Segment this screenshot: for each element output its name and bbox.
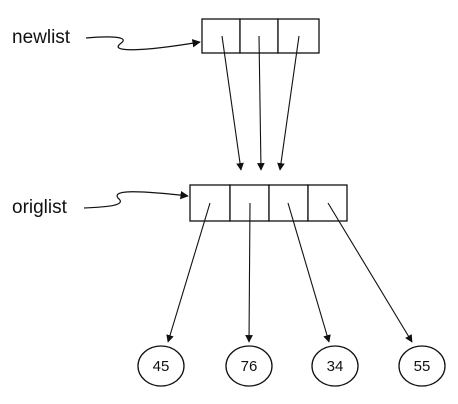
origlist-cell-2 (268, 184, 309, 222)
value-node-1: 76 (225, 345, 273, 387)
origlist-label: origlist (12, 197, 67, 218)
value-node-2: 34 (311, 345, 359, 387)
newlist-ref-arrow-1 (257, 35, 265, 171)
newlist-label: newlist (12, 27, 71, 48)
value-node-circle (311, 345, 359, 387)
value-node-circle (225, 345, 273, 387)
value-node-0: 45 (137, 345, 185, 387)
newlist-pointer-arrow (85, 36, 201, 51)
value-node-circle (137, 345, 185, 387)
value-node-text: 76 (241, 358, 258, 375)
value-node-3: 55 (398, 345, 446, 387)
newlist-ref-arrow-0 (221, 35, 244, 171)
newlist-cell-0 (201, 18, 241, 54)
value-node-text: 34 (327, 358, 344, 375)
origlist-cell-3 (307, 184, 348, 222)
value-node-text: 55 (414, 358, 431, 375)
origlist-ref-arrow-0 (166, 202, 211, 343)
value-node-circle (398, 345, 446, 387)
newlist-ref-arrow-2 (277, 35, 300, 171)
value-node-text: 45 (153, 358, 170, 375)
origlist-pointer-arrow (83, 190, 189, 209)
origlist-ref-arrow-3 (327, 202, 413, 343)
newlist-array (201, 18, 320, 54)
origlist-ref-arrow-2 (287, 202, 331, 343)
origlist-array (189, 184, 348, 222)
origlist-ref-arrow-1 (245, 202, 253, 343)
